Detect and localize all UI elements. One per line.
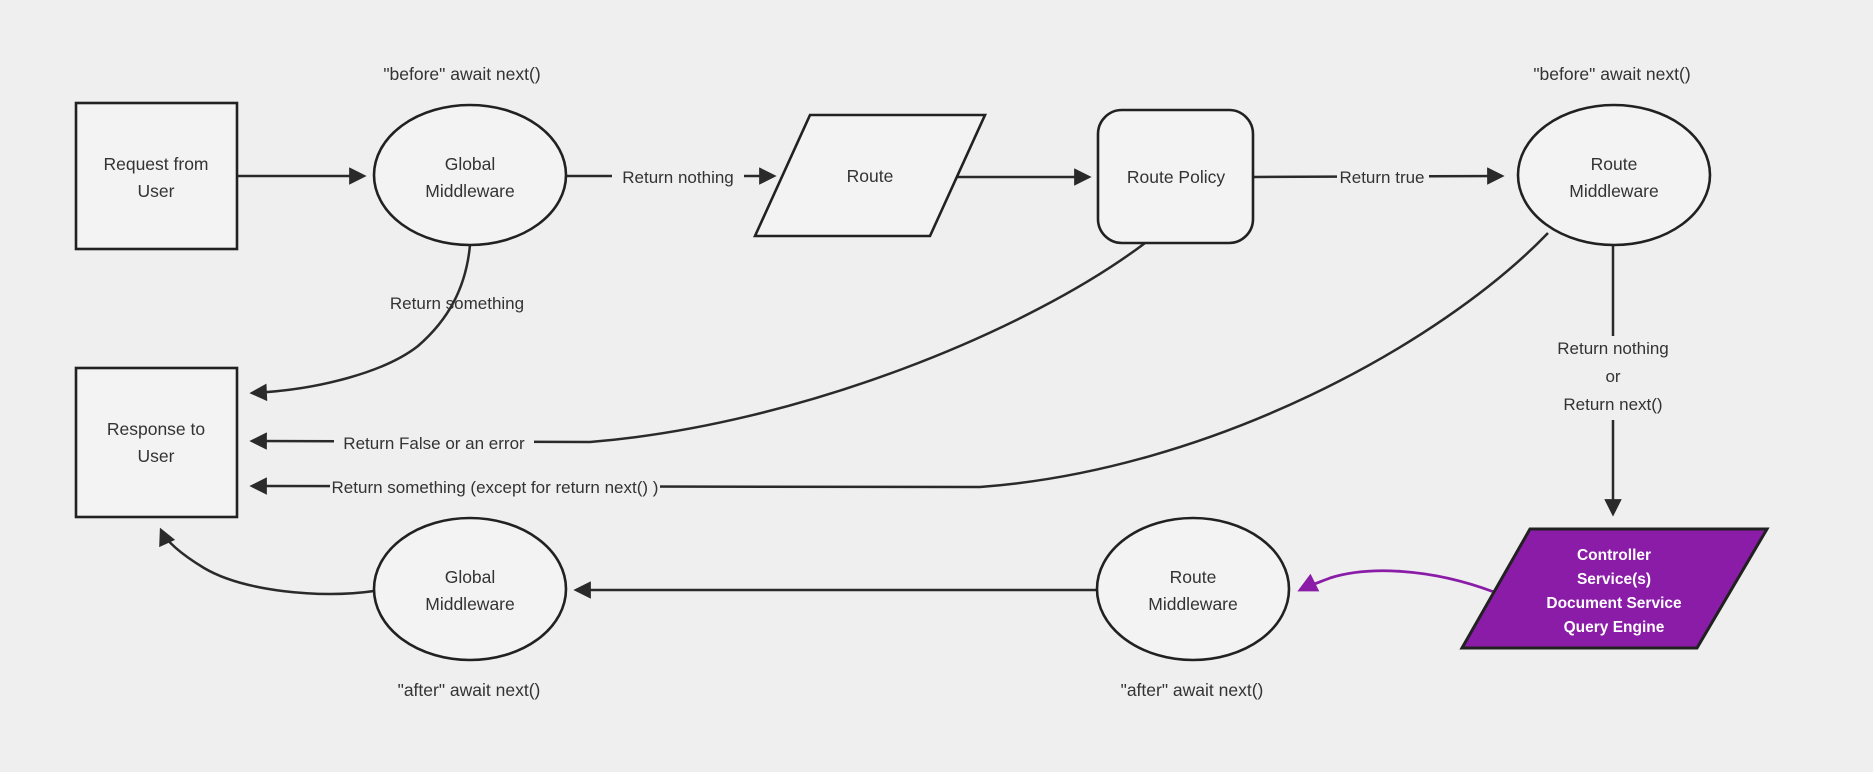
svg-text:Service(s): Service(s) xyxy=(1577,571,1651,588)
edges xyxy=(159,167,1622,599)
response-box xyxy=(74,366,239,519)
svg-text:Return False or an error: Return False or an error xyxy=(343,434,525,453)
svg-text:Global: Global xyxy=(445,154,496,174)
svg-text:Return true: Return true xyxy=(1339,168,1424,187)
label-return-true: Return true xyxy=(1337,164,1429,190)
svg-text:Middleware: Middleware xyxy=(1569,181,1658,201)
node-route-middleware-before: Route Middleware xyxy=(1516,103,1712,247)
svg-text:Middleware: Middleware xyxy=(1148,594,1237,614)
node-request-from-user: Request from User xyxy=(74,101,239,251)
edge-routemw-return-something-except xyxy=(249,232,1549,495)
label-after-await-right: "after" await next() xyxy=(1121,680,1264,700)
svg-text:Request from: Request from xyxy=(103,154,208,174)
svg-text:Return nothing: Return nothing xyxy=(622,168,734,187)
edge-policy-return-false xyxy=(249,242,1146,450)
svg-text:or: or xyxy=(1605,367,1620,386)
svg-text:Controller: Controller xyxy=(1577,547,1651,564)
svg-text:Document Service: Document Service xyxy=(1546,595,1682,612)
node-route-policy: Route Policy xyxy=(1096,108,1255,245)
svg-text:Response to: Response to xyxy=(107,419,205,439)
svg-text:Query Engine: Query Engine xyxy=(1564,619,1665,636)
svg-text:User: User xyxy=(138,181,175,201)
svg-text:Middleware: Middleware xyxy=(425,181,514,201)
svg-text:Middleware: Middleware xyxy=(425,594,514,614)
svg-text:Route Policy: Route Policy xyxy=(1127,167,1225,187)
svg-text:Global: Global xyxy=(445,567,496,587)
svg-text:Route: Route xyxy=(1591,154,1638,174)
svg-text:Return next(): Return next() xyxy=(1563,395,1662,414)
edge-global-return-something xyxy=(249,244,472,402)
label-return-something: Return something xyxy=(390,294,524,313)
node-route-middleware-after: Route Middleware xyxy=(1095,516,1291,662)
nodes: Request from User Global Middleware Rout… xyxy=(74,101,1770,662)
route-middleware-after-ellipse xyxy=(1095,516,1291,662)
edge-controller-to-routemw-after xyxy=(1297,569,1495,594)
label-after-await-left: "after" await next() xyxy=(398,680,541,700)
label-return-false-or-error: Return False or an error xyxy=(334,429,534,456)
svg-text:Return nothing: Return nothing xyxy=(1557,339,1669,358)
route-parallelogram xyxy=(752,113,988,238)
svg-text:User: User xyxy=(138,446,175,466)
node-route: Route xyxy=(752,113,988,238)
label-return-nothing: Return nothing xyxy=(612,164,744,190)
label-return-nothing-or-next: Return nothing or Return next() xyxy=(1537,336,1689,420)
edge-labels: Return nothing Return true Return someth… xyxy=(330,64,1691,700)
global-middleware-after-ellipse xyxy=(372,516,568,662)
node-controller-services: Controller Service(s) Document Service Q… xyxy=(1459,527,1770,650)
request-box xyxy=(74,101,239,251)
edge-global-after-to-response xyxy=(159,527,375,596)
controller-parallelogram xyxy=(1459,527,1770,650)
global-middleware-ellipse xyxy=(372,103,568,247)
svg-text:Route: Route xyxy=(847,166,894,186)
route-middleware-ellipse xyxy=(1516,103,1712,247)
node-global-middleware-before: Global Middleware xyxy=(372,103,568,247)
label-before-await-right: "before" await next() xyxy=(1533,64,1690,84)
node-response-to-user: Response to User xyxy=(74,366,239,519)
node-global-middleware-after: Global Middleware xyxy=(372,516,568,662)
route-policy-box xyxy=(1096,108,1255,245)
svg-text:Route: Route xyxy=(1170,567,1217,587)
svg-text:Return something: Return something xyxy=(390,294,524,313)
label-before-await-left: "before" await next() xyxy=(383,64,540,84)
svg-text:Return something (except for r: Return something (except for return next… xyxy=(332,478,659,497)
label-return-something-except: Return something (except for return next… xyxy=(330,473,660,500)
